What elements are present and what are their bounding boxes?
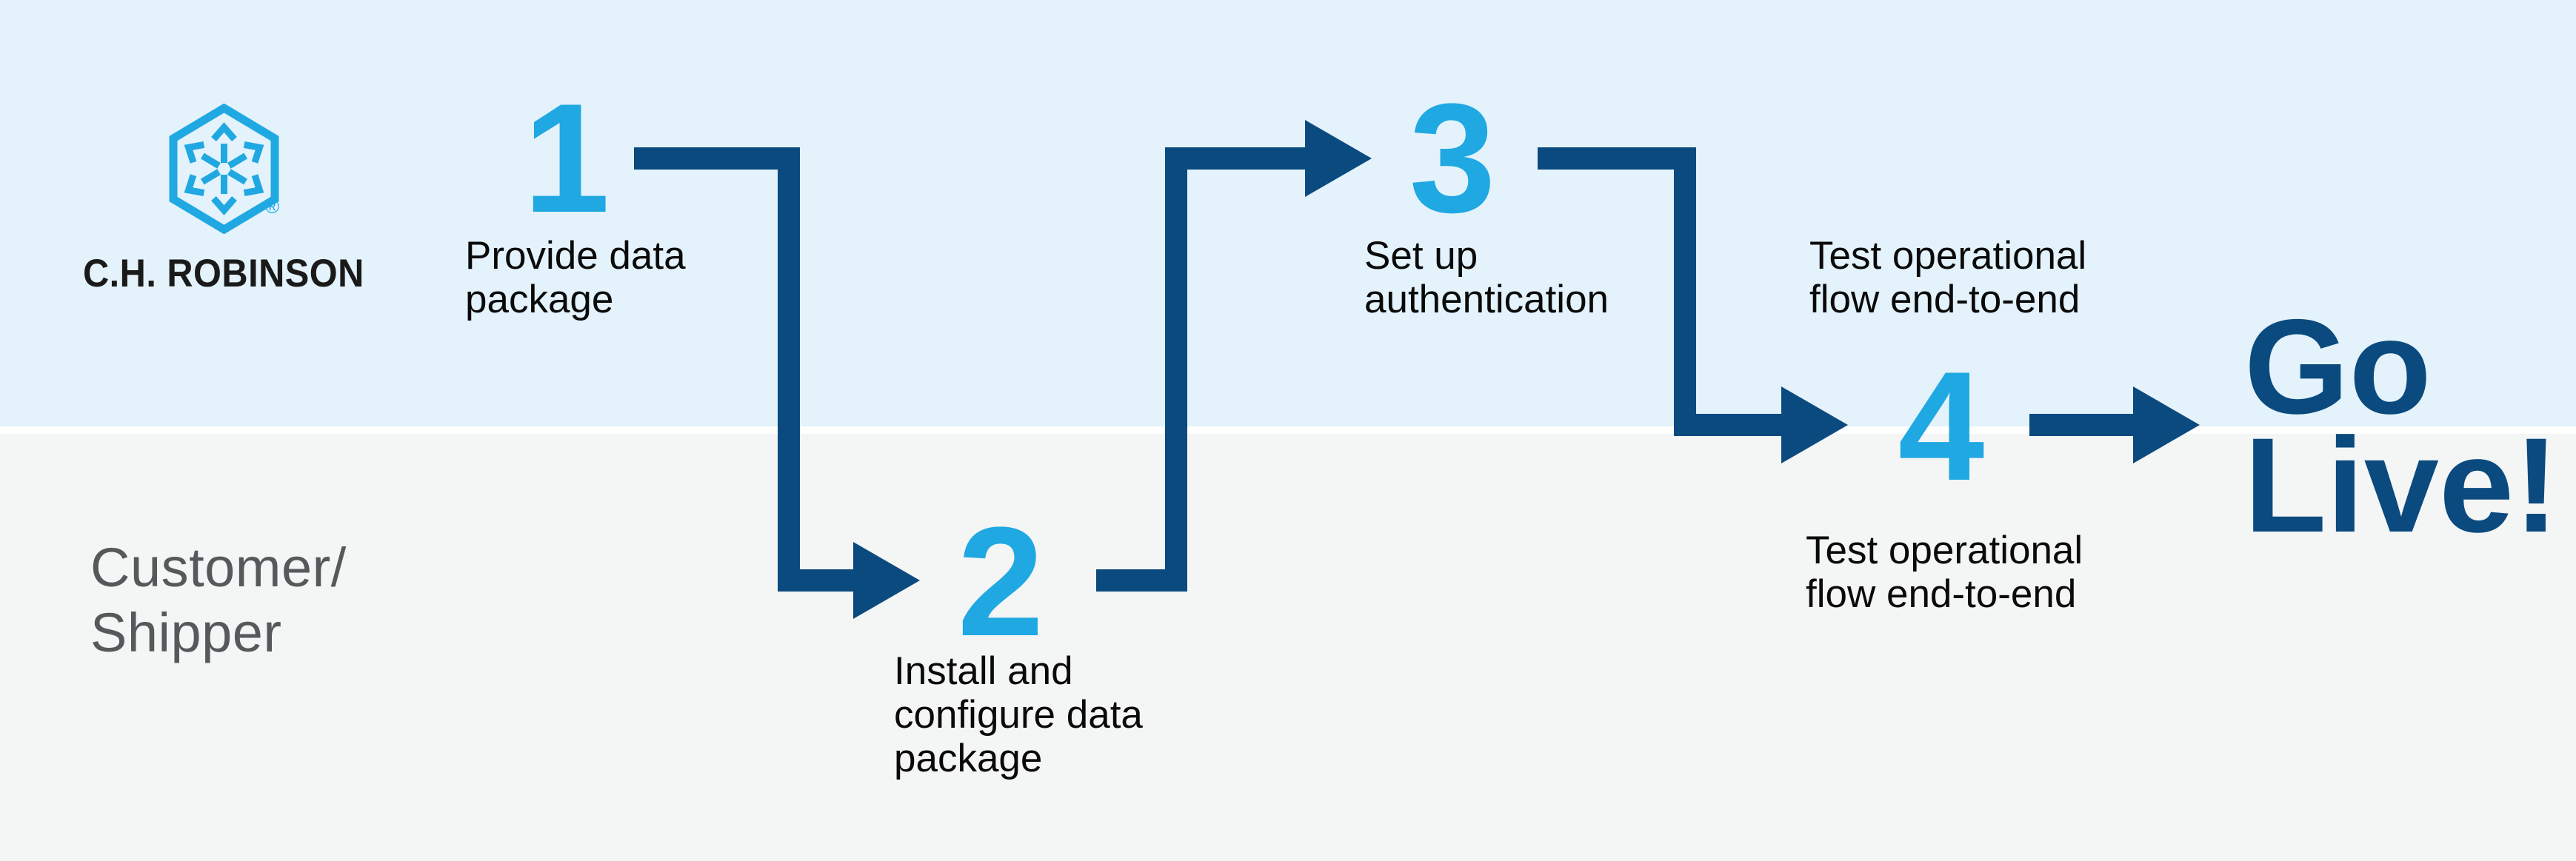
chr-logo-wordmark: C.H. ROBINSON [83, 252, 364, 295]
step4-label-chr-lane: Test operational flow end-to-end [1809, 234, 2087, 321]
golive-line1: Go [2244, 291, 2432, 442]
step1-label: Provide data package [465, 234, 686, 321]
arrowhead-into-step4 [1781, 386, 1848, 463]
arrow-step2-to-step3 [1096, 120, 1372, 592]
golive-line2: Live! [2244, 409, 2559, 560]
chr-logo-hexagon-icon [169, 104, 279, 234]
customer-lane-background [0, 434, 2576, 861]
customer-lane-label: Customer/ Shipper [90, 535, 347, 666]
arrow-step4-to-golive [2029, 386, 2200, 463]
arrowhead-into-golive [2133, 386, 2200, 463]
customer-lane-label-line2: Shipper [90, 602, 282, 663]
registered-trademark-symbol: ® [265, 195, 280, 218]
step3-number: 3 [1409, 71, 1496, 245]
chr-lane-background [0, 0, 2576, 426]
arrow-step3-to-step4 [1538, 147, 1848, 463]
arrowhead-into-step2 [853, 542, 920, 619]
step4-label-customer-lane: Test operational flow end-to-end [1806, 529, 2083, 616]
step2-number: 2 [958, 495, 1044, 669]
step3-label: Set up authentication [1364, 234, 1609, 321]
arrow-step1-to-step2 [634, 147, 920, 619]
step1-number: 1 [524, 71, 610, 245]
step4-number: 4 [1898, 339, 1985, 513]
customer-lane-label-line1: Customer/ [90, 537, 347, 598]
arrowhead-into-step3 [1305, 120, 1372, 197]
step2-label: Install and configure data package [894, 649, 1143, 780]
